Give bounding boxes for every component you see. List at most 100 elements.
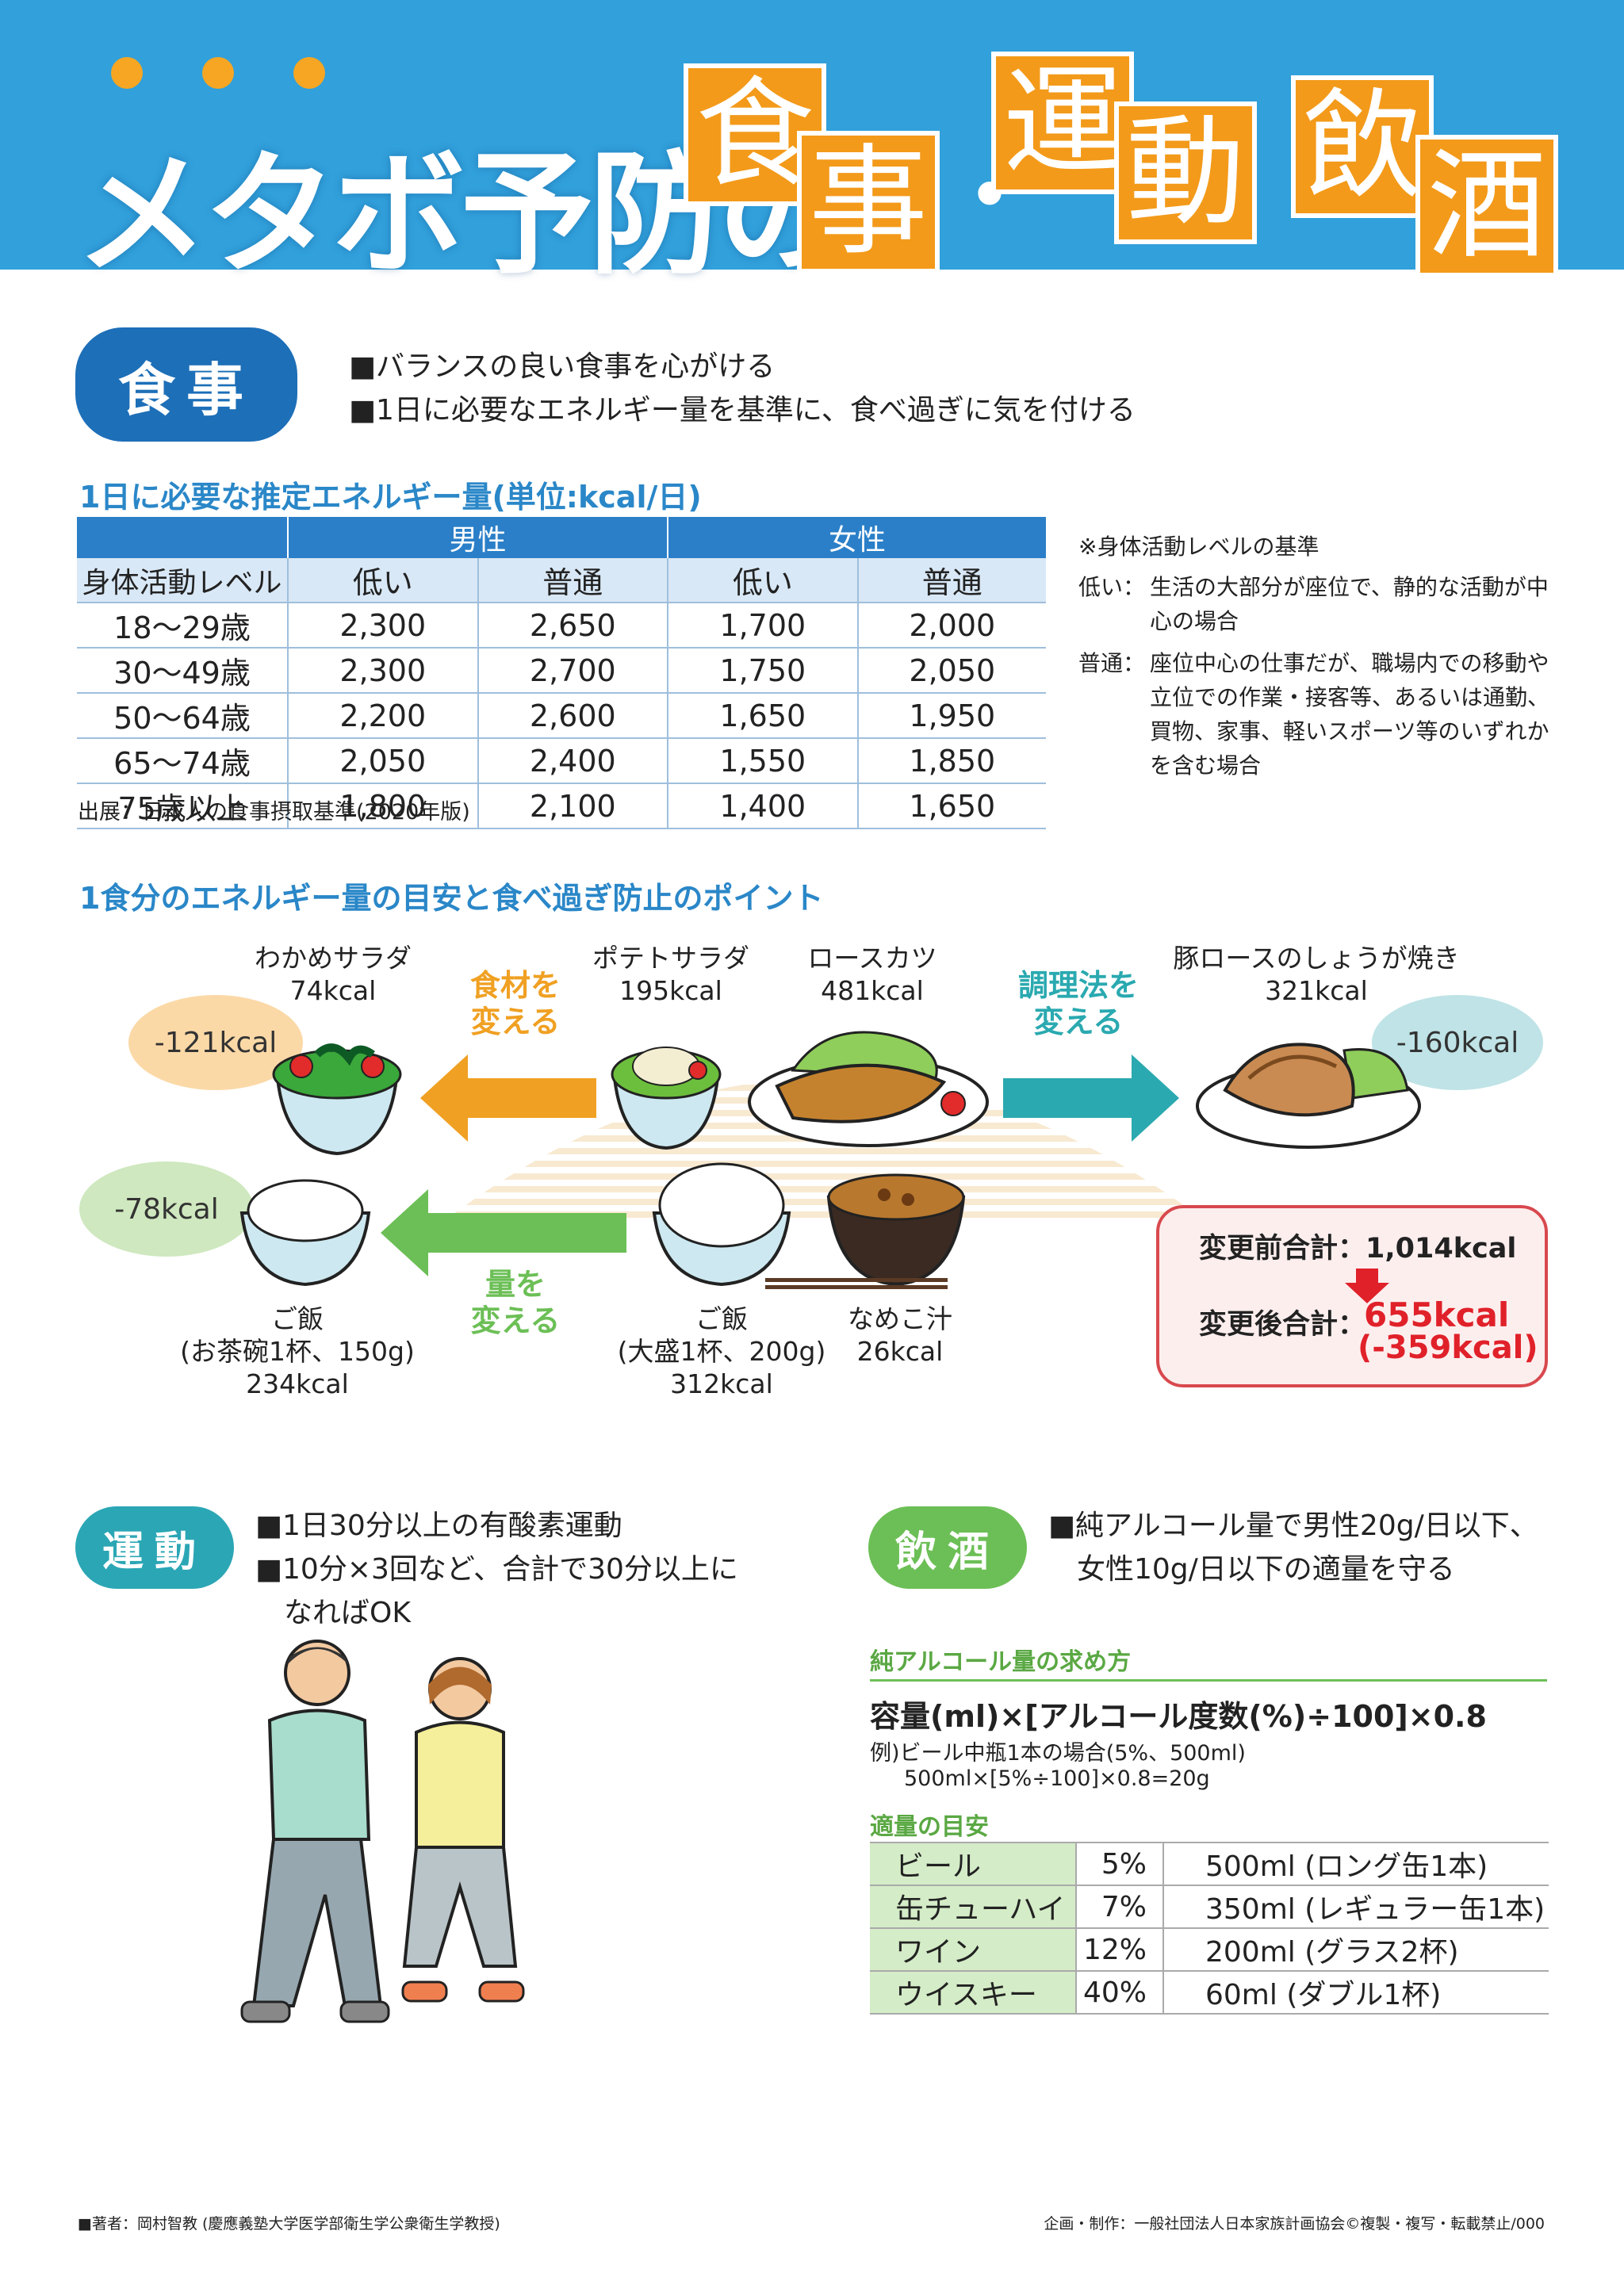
drink-pct: 5% bbox=[1075, 1843, 1163, 1886]
drink-amount: 500ml (ロング缶1本) bbox=[1162, 1843, 1549, 1886]
table-cell: 1,800 bbox=[288, 783, 479, 829]
badge-rice: -78kcal bbox=[79, 1161, 254, 1257]
table-cell-age: 65〜74歳 bbox=[77, 738, 289, 784]
title-char-box: 動 bbox=[1114, 101, 1257, 244]
table-row: 30〜49歳 2,300 2,700 1,750 2,050 bbox=[77, 648, 1046, 694]
food-label-rice-small: ご飯 (お茶碗1杯、150g) 234kcal bbox=[180, 1303, 415, 1399]
table-cell: 2,400 bbox=[477, 738, 669, 784]
table-cell: 2,300 bbox=[288, 648, 479, 694]
alcohol-formula: 容量(ml)×[アルコール度数(%)÷100]×0.8 bbox=[870, 1699, 1487, 1734]
orange-arrow-left bbox=[420, 1054, 596, 1142]
drink-name: ワイン bbox=[870, 1928, 1076, 1972]
alcohol-guide-title: 適量の目安 bbox=[870, 1813, 989, 1841]
table-cell: 2,050 bbox=[288, 738, 479, 784]
notes-low-key: 低い： bbox=[1078, 574, 1146, 600]
meal-bullet: ■バランスの良い食事を心がける bbox=[349, 350, 776, 383]
alcohol-calc-title: 純アルコール量の求め方 bbox=[870, 1648, 1132, 1676]
table-cell-age: 30〜49歳 bbox=[77, 648, 289, 694]
change-amount-label: 量を 変える bbox=[470, 1267, 561, 1338]
title-char-box: 酒 bbox=[1415, 135, 1558, 277]
table-cell: 1,650 bbox=[668, 693, 859, 739]
table-cell: 2,650 bbox=[477, 603, 669, 649]
title-char-box: 運 bbox=[991, 52, 1134, 194]
food-label-rice-large: ご飯 (大盛1杯、200g) 312kcal bbox=[617, 1303, 826, 1399]
total-after-diff: (-359kcal) bbox=[1358, 1330, 1538, 1366]
activity-notes: ※身体活動レベルの基準 低い： 生活の大部分が座位で、静的な活動が中心の場合 普… bbox=[1078, 530, 1554, 783]
table-cell: 2,300 bbox=[288, 603, 479, 649]
table-row: 75歳以上 1,800 2,100 1,400 1,650 bbox=[77, 783, 1046, 829]
totals-box: 変更前合計：1,014kcal 変更後合計： 655kcal (-359kcal… bbox=[1156, 1205, 1548, 1387]
table-cell: 2,050 bbox=[857, 648, 1046, 694]
meal-section-label: 食事 bbox=[75, 327, 297, 442]
source-note: 出展：日本人の食事摂取基準(2020年版) bbox=[78, 800, 470, 825]
alcohol-section-label: 飲酒 bbox=[868, 1506, 1027, 1589]
table-row: 50〜64歳 2,200 2,600 1,650 1,950 bbox=[77, 693, 1046, 739]
chopsticks-icon bbox=[765, 1278, 948, 1289]
table-cell: 2,700 bbox=[477, 648, 669, 694]
alcohol-example: 例)ビール中瓶1本の場合(5%、500ml) bbox=[870, 1741, 1246, 1766]
change-method-label: 調理法を 変える bbox=[1017, 968, 1139, 1039]
total-after-value: 655kcal bbox=[1364, 1295, 1510, 1334]
notes-low: 低い： 生活の大部分が座位で、静的な活動が中心の場合 bbox=[1078, 570, 1554, 638]
drink-amount: 350ml (レギュラー缶1本) bbox=[1162, 1885, 1549, 1929]
table-cell: 2,600 bbox=[477, 693, 669, 739]
alcohol-example-calc: 500ml×[5%÷100]×0.8=20g bbox=[904, 1766, 1210, 1791]
drink-pct: 7% bbox=[1075, 1885, 1163, 1929]
table-cell: 1,750 bbox=[668, 648, 859, 694]
food-label-potato: ポテトサラダ 195kcal bbox=[592, 943, 749, 1006]
decor-dot bbox=[293, 57, 325, 89]
table-cell: 1,550 bbox=[668, 738, 859, 784]
wakame-salad-icon bbox=[272, 1043, 402, 1156]
exercise-bullet: ■10分×3回など、合計で30分以上に bbox=[255, 1553, 738, 1586]
rice-bowl-small-icon bbox=[239, 1179, 371, 1287]
table-row: 缶チューハイ 7% 350ml (レギュラー缶1本) bbox=[870, 1885, 1549, 1929]
table-row: 18〜29歳 2,300 2,650 1,700 2,000 bbox=[77, 603, 1046, 649]
total-after-label: 変更後合計： bbox=[1199, 1309, 1366, 1341]
drink-name: ビール bbox=[870, 1843, 1076, 1886]
food-label-miso: なめこ汁 26kcal bbox=[848, 1303, 952, 1367]
exercise-section-label: 運動 bbox=[75, 1506, 234, 1589]
table-cell: 2,000 bbox=[857, 603, 1046, 649]
table-cell-age: 50〜64歳 bbox=[77, 693, 289, 739]
table-header-blank bbox=[77, 517, 289, 558]
diagram-title: 1食分のエネルギー量の目安と食べ過ぎ防止のポイント bbox=[79, 881, 824, 916]
title-char-box: 飲 bbox=[1291, 75, 1434, 218]
table-cell: 2,100 bbox=[477, 783, 669, 829]
teal-arrow-right bbox=[1003, 1054, 1179, 1142]
table-cell: 1,850 bbox=[857, 738, 1046, 784]
alcohol-bullet-cont: 女性10g/日以下の適量を守る bbox=[1077, 1553, 1455, 1586]
divider bbox=[870, 1679, 1547, 1682]
energy-table: 男性 女性 身体活動レベル 低い 普通 低い 普通 18〜29歳 2,300 2… bbox=[77, 517, 1046, 829]
table-col-low: 低い bbox=[668, 558, 859, 603]
down-arrow-icon bbox=[1345, 1269, 1389, 1303]
table-group-male: 男性 bbox=[288, 517, 669, 558]
rice-bowl-large-icon bbox=[652, 1162, 791, 1287]
ginger-pork-icon bbox=[1196, 1043, 1421, 1149]
table-cell: 1,400 bbox=[668, 783, 859, 829]
drink-pct: 40% bbox=[1075, 1971, 1163, 2015]
table-cell: 1,950 bbox=[857, 693, 1046, 739]
notes-normal-text: 座位中心の仕事だが、職場内での移動や立位での作業・接客等、あるいは通勤、買物、家… bbox=[1150, 650, 1550, 779]
table-col-normal: 普通 bbox=[857, 558, 1046, 603]
notes-low-text: 生活の大部分が座位で、静的な活動が中心の場合 bbox=[1150, 574, 1549, 634]
title-char-box: 事 bbox=[797, 131, 940, 274]
alcohol-guide-table: ビール 5% 500ml (ロング缶1本) 缶チューハイ 7% 350ml (レ… bbox=[870, 1842, 1549, 2015]
table-cell: 2,200 bbox=[288, 693, 479, 739]
food-label-wakame: わかめサラダ 74kcal bbox=[255, 943, 412, 1006]
exercise-bullet: ■1日30分以上の有酸素運動 bbox=[255, 1510, 622, 1542]
exercise-bullet-cont: なればOK bbox=[284, 1597, 411, 1629]
notes-title: ※身体活動レベルの基準 bbox=[1078, 534, 1320, 560]
alcohol-bullet: ■純アルコール量で男性20g/日以下、 bbox=[1048, 1510, 1538, 1542]
table-col-normal: 普通 bbox=[477, 558, 669, 603]
table-row: 65〜74歳 2,050 2,400 1,550 1,850 bbox=[77, 738, 1046, 784]
total-before: 変更前合計：1,014kcal bbox=[1199, 1233, 1517, 1265]
table-row: ビール 5% 500ml (ロング缶1本) bbox=[870, 1843, 1549, 1886]
table-col-low: 低い bbox=[288, 558, 479, 603]
table-cell-age: 18〜29歳 bbox=[77, 603, 289, 649]
miso-soup-icon bbox=[826, 1173, 966, 1287]
footer-credit: 企画・制作：一般社団法人日本家族計画協会©複製・複写・転載禁止/000 bbox=[1044, 2215, 1545, 2233]
drink-name: ウイスキー bbox=[870, 1971, 1076, 2015]
drink-pct: 12% bbox=[1075, 1928, 1163, 1972]
decor-dot bbox=[111, 57, 143, 89]
table-cell: 1,650 bbox=[857, 783, 1046, 829]
